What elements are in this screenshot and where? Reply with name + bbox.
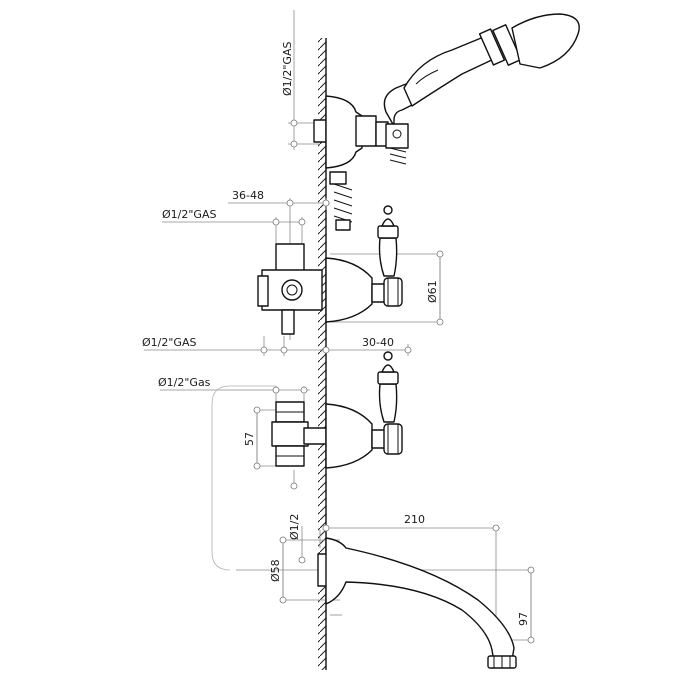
hand-shower-assembly [313, 13, 580, 231]
spout-flange-label: Ø58 [269, 559, 282, 582]
wall-depth-label: 36-48 [232, 189, 264, 202]
dimension-labels: Ø1/2"GAS 36-48 Ø1/2"GAS Ø61 Ø1/2"GAS 30-… [142, 42, 530, 626]
dimension-dots [253, 119, 535, 644]
bath-valve [271, 351, 403, 469]
valve-projection-label: 30-40 [362, 336, 394, 349]
lower-inlet-label: Ø1/2"GAS [142, 336, 196, 349]
valve-inlet-label: Ø1/2"Gas [158, 376, 211, 389]
diverter-inlet-label: Ø1/2"GAS [162, 208, 216, 221]
valve-height-label: 57 [243, 432, 256, 446]
spout-height-label: 97 [517, 612, 530, 626]
diverter-valve [257, 205, 403, 335]
hand-shower-inlet-label: Ø1/2"GAS [281, 42, 294, 96]
escutcheon-diameter-label: Ø61 [426, 280, 439, 303]
bath-spout [317, 537, 517, 669]
spout-length-label: 210 [404, 513, 425, 526]
spout-thread-label: Ø1/2 [288, 514, 301, 540]
